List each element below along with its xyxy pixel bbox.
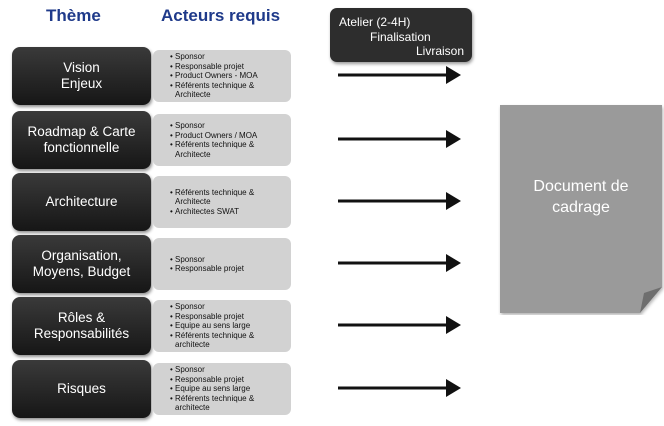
arrow-icon bbox=[338, 379, 461, 397]
actors-box: Référents technique & ArchitecteArchitec… bbox=[153, 176, 291, 228]
theme-header: Thème bbox=[46, 6, 101, 25]
actor-item: Responsable projet bbox=[153, 62, 287, 72]
actor-item: Référents technique & Architecte bbox=[153, 81, 287, 100]
actor-item: Référents technique & Architecte bbox=[153, 188, 287, 207]
theme-box: Rôles & Responsabilités bbox=[12, 297, 151, 355]
theme-box: Architecture bbox=[12, 173, 151, 231]
actor-item: Sponsor bbox=[153, 302, 287, 312]
actors-box: SponsorResponsable projetEquipe au sens … bbox=[153, 363, 291, 415]
actors-list: SponsorResponsable projetEquipe au sens … bbox=[153, 302, 287, 350]
document-title: Document de cadrage bbox=[533, 178, 629, 216]
actor-item: Sponsor bbox=[153, 365, 287, 375]
actor-item: Sponsor bbox=[153, 121, 287, 131]
atelier-box: Atelier (2-4H) Finalisation Livraison bbox=[330, 8, 472, 62]
actors-header: Acteurs requis bbox=[161, 6, 281, 25]
actor-item: Responsable projet bbox=[153, 375, 287, 385]
actors-box: SponsorResponsable projetProduct Owners … bbox=[153, 50, 291, 102]
actors-list: SponsorResponsable projet bbox=[153, 255, 287, 274]
actor-item: Architectes SWAT bbox=[153, 207, 287, 217]
actor-item: Product Owners / MOA bbox=[153, 131, 287, 141]
actor-item: Equipe au sens large bbox=[153, 321, 287, 331]
actors-list: Référents technique & ArchitecteArchitec… bbox=[153, 188, 287, 217]
actors-box: SponsorResponsable projetEquipe au sens … bbox=[153, 300, 291, 352]
actors-list: SponsorResponsable projetProduct Owners … bbox=[153, 52, 287, 100]
atelier-line-1: Atelier (2-4H) bbox=[339, 15, 411, 29]
actor-item: Sponsor bbox=[153, 255, 287, 265]
arrow-icon bbox=[338, 316, 461, 334]
atelier-line-3: Livraison bbox=[416, 44, 465, 58]
theme-box: Roadmap & Carte fonctionnelle bbox=[12, 111, 151, 169]
actor-item: Responsable projet bbox=[153, 264, 287, 274]
actors-list: SponsorProduct Owners / MOARéférents tec… bbox=[153, 121, 287, 159]
actors-box: SponsorResponsable projet bbox=[153, 238, 291, 290]
arrow-icon bbox=[338, 192, 461, 210]
arrow-icon bbox=[338, 66, 461, 84]
arrow-icon bbox=[338, 254, 461, 272]
actor-item: Référents technique & architecte bbox=[153, 331, 287, 350]
actor-item: Référents technique & architecte bbox=[153, 394, 287, 413]
actors-box: SponsorProduct Owners / MOARéférents tec… bbox=[153, 114, 291, 166]
actor-item: Responsable projet bbox=[153, 312, 287, 322]
actor-item: Equipe au sens large bbox=[153, 384, 287, 394]
atelier-line-2: Finalisation bbox=[370, 29, 431, 44]
arrow-icon bbox=[338, 130, 461, 148]
actors-list: SponsorResponsable projetEquipe au sens … bbox=[153, 365, 287, 413]
theme-box: Organisation, Moyens, Budget bbox=[12, 235, 151, 293]
theme-box: Risques bbox=[12, 360, 151, 418]
document-shape bbox=[500, 105, 662, 313]
actor-item: Product Owners - MOA bbox=[153, 71, 287, 81]
actor-item: Sponsor bbox=[153, 52, 287, 62]
theme-box: Vision Enjeux bbox=[12, 47, 151, 105]
actor-item: Référents technique & Architecte bbox=[153, 140, 287, 159]
